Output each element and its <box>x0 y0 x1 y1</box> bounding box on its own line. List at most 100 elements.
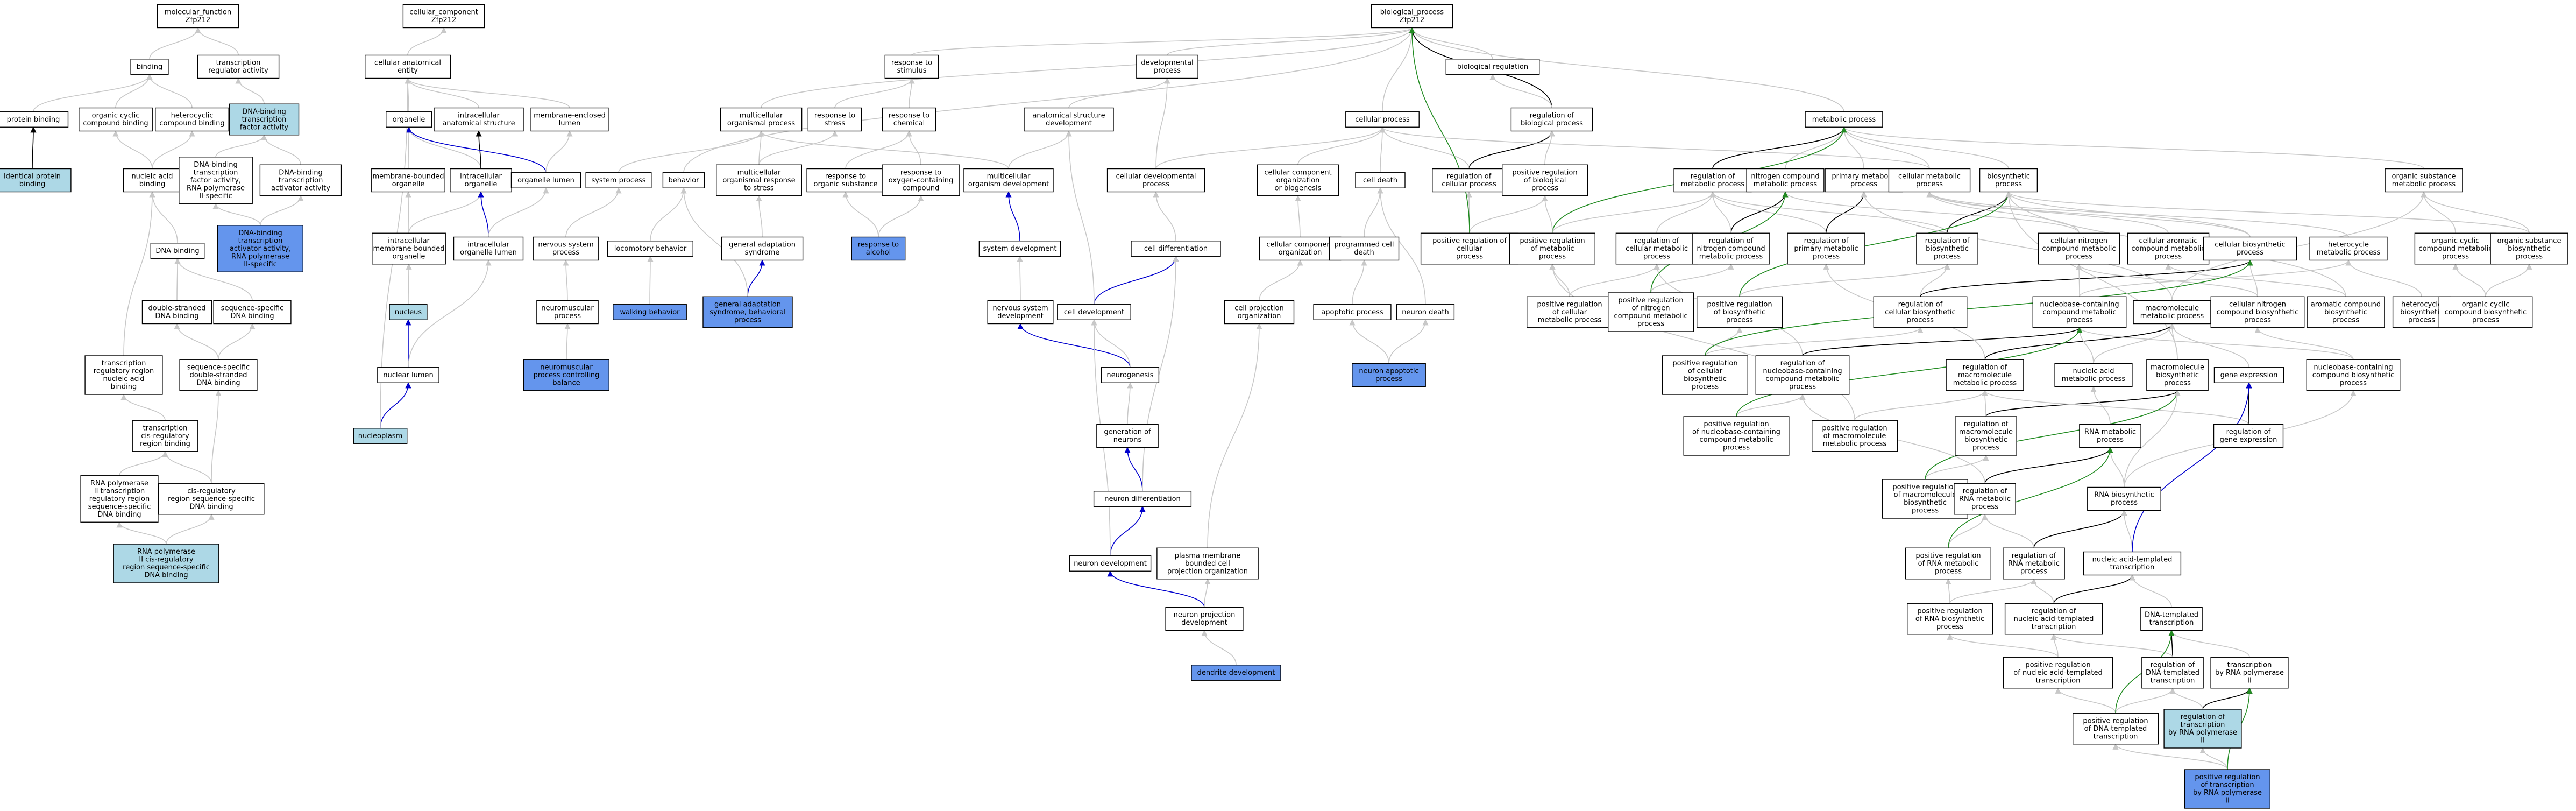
term-label-line: DNA-binding <box>279 168 323 177</box>
is-a-edge <box>756 195 763 237</box>
is-a-edge <box>1948 447 2113 548</box>
term-box <box>1156 547 1259 580</box>
edge-line <box>1985 390 2181 417</box>
term-label-line: positive regulation <box>1892 483 1957 491</box>
is-a-edge <box>1739 191 2012 297</box>
term-box <box>150 243 205 259</box>
is-a-edge <box>2033 510 2127 548</box>
is-a-edge <box>906 130 921 165</box>
term-label-line: positive regulation <box>2025 661 2090 669</box>
edge-line <box>405 77 479 108</box>
term-box <box>533 236 599 261</box>
term-label-line: process <box>2332 316 2359 324</box>
term-label-line: biosynthetic <box>1904 499 1947 507</box>
term-label-line: metabolic process <box>1812 116 1876 124</box>
term-label-line: RNA metabolic <box>2084 428 2136 436</box>
term-label-line: process <box>1971 503 1998 511</box>
term-box <box>806 168 885 193</box>
is-a-edge <box>1926 191 2169 234</box>
term-box <box>2127 232 2210 265</box>
term-box <box>510 172 581 188</box>
term-box <box>2490 232 2568 265</box>
term-box <box>702 296 793 328</box>
term-label-line: organismal response <box>722 177 795 185</box>
term-label-line: multicellular <box>740 112 783 120</box>
term-label-line: compound binding <box>159 119 224 128</box>
is-a-edge <box>1005 191 1020 241</box>
term-label-line: organelle lumen <box>517 177 574 185</box>
term-label-line: positive regulation <box>1520 237 1585 245</box>
edge-line <box>1736 393 1806 417</box>
is-a-edge <box>680 187 748 297</box>
term-node-dendrite-dev: dendrite development <box>1191 665 1281 681</box>
is-a-edge <box>1984 323 2175 360</box>
term-label-line: compound metabolic <box>2042 245 2116 253</box>
term-box <box>1787 232 1865 265</box>
term-label-line: RNA polymerase <box>137 548 195 556</box>
term-label-line: projection organization <box>1167 567 1248 575</box>
is-a-edge <box>1841 126 2424 170</box>
is-a-edge <box>2124 390 2181 488</box>
is-a-edge <box>2199 747 2228 770</box>
term-box <box>132 420 198 452</box>
is-a-edge <box>119 450 168 476</box>
is-a-edge <box>1920 259 2253 297</box>
term-box <box>2203 236 2297 261</box>
term-box <box>365 54 451 79</box>
term-label-line: gene expression <box>2220 371 2278 379</box>
is-a-edge <box>761 27 1415 108</box>
edge-line <box>2050 633 2173 658</box>
term-label-line: compound <box>903 184 940 192</box>
is-a-edge <box>1841 126 1864 169</box>
term-node-neuron-death: neuron death <box>1396 304 1455 320</box>
term-label-line: cell development <box>1064 308 1124 316</box>
term-node-reg-nbcc-met: regulation ofnucleobase-containingcompou… <box>1755 355 1850 395</box>
edge-line <box>1409 27 1493 59</box>
term-label-line: transcription <box>2036 676 2081 685</box>
term-label-line: regulation of <box>1963 363 2007 371</box>
term-label-line: regulation of <box>2151 661 2195 669</box>
term-box <box>0 168 72 193</box>
term-node-org-lumen: organelle lumen <box>510 172 581 188</box>
edge-line <box>218 323 256 360</box>
term-box <box>2083 551 2182 576</box>
term-box <box>2087 486 2161 511</box>
term-label-line: binding <box>19 180 45 188</box>
term-label-line: process <box>1813 252 1840 260</box>
term-label-line: transcription <box>194 168 238 177</box>
is-a-edge <box>1167 27 1415 56</box>
term-box <box>1396 304 1455 320</box>
edge-line <box>1364 187 1383 237</box>
term-label-line: intracellular <box>460 173 502 181</box>
is-a-edge <box>1124 447 1143 491</box>
term-box <box>113 544 219 583</box>
is-a-edge <box>1127 382 1133 425</box>
term-box <box>2141 657 2204 689</box>
term-label-line: system development <box>983 245 1057 253</box>
is-a-edge <box>1468 130 1555 169</box>
term-label-line: neuromuscular <box>540 363 593 371</box>
is-a-edge <box>845 130 912 169</box>
term-label-line: II transcription <box>94 487 145 495</box>
term-node-binding: binding <box>130 59 169 75</box>
is-a-edge <box>1379 126 1930 170</box>
term-label-line: metabolic process <box>1538 316 1602 324</box>
term-box <box>213 300 292 325</box>
edge-line <box>1705 327 1924 356</box>
edge-line <box>2165 263 2346 297</box>
term-box <box>2210 657 2289 689</box>
